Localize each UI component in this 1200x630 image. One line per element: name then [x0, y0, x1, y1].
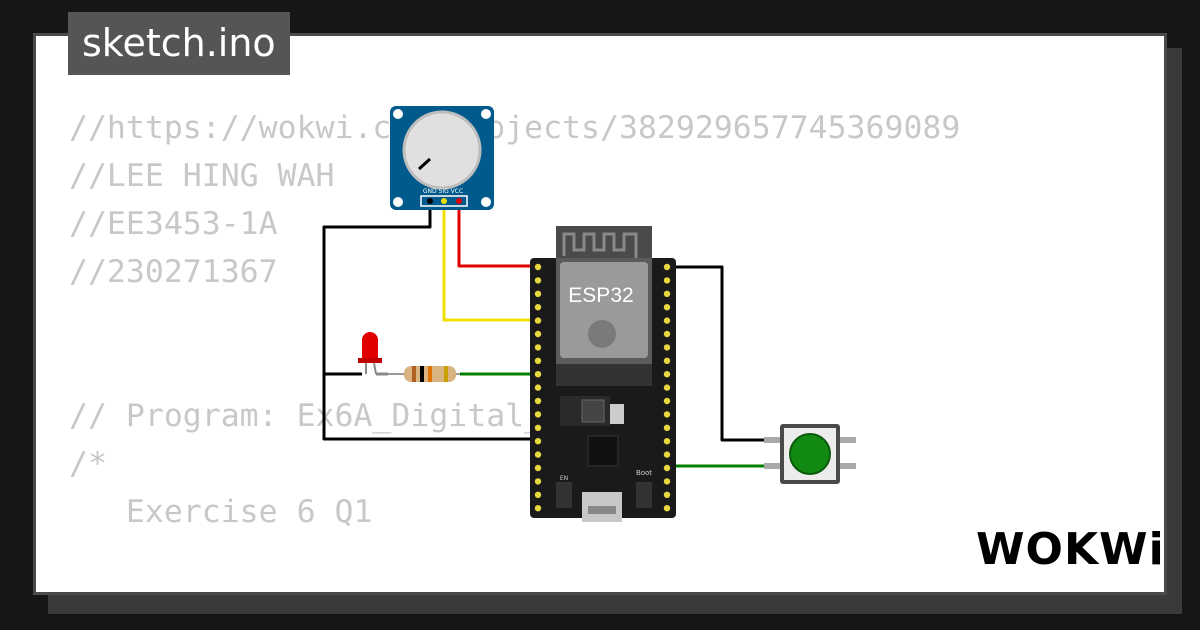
header-pin: [534, 304, 542, 311]
header-pin: [663, 371, 671, 378]
code-line: /*: [69, 446, 107, 482]
esp32-board[interactable]: ESP32 EN Boot: [530, 226, 676, 522]
header-pin: [663, 384, 671, 391]
header-pin: [534, 438, 542, 445]
header-pin: [534, 464, 542, 472]
pin-header-left: [534, 263, 542, 512]
espressif-logo: [588, 320, 616, 348]
header-pin: [534, 478, 542, 485]
header-pin: [663, 263, 671, 271]
header-pin: [534, 330, 542, 338]
code-line: Change the program of Ex6A_Digital_IO.in…: [69, 584, 960, 592]
header-pin: [534, 263, 542, 271]
pot-pin-labels: GND SIG VCC: [423, 188, 463, 195]
header-pin: [534, 371, 542, 378]
header-pin: [663, 277, 671, 284]
file-tab[interactable]: sketch.ino: [68, 12, 290, 75]
wire-vcc: [457, 200, 540, 268]
code-preview: //https://wokwi.com/projects/38292965774…: [69, 104, 961, 592]
knob-indicator: [417, 157, 432, 171]
header-pin: [663, 464, 671, 472]
en-label: EN: [560, 475, 568, 482]
wire-gnd-esp: [322, 374, 540, 441]
code-line: //LEE HING WAH: [69, 158, 335, 194]
esp32-chip-label: ESP32: [568, 284, 633, 307]
header-pin: [534, 505, 542, 512]
wire-gnd-pot: [322, 200, 432, 376]
potentiometer[interactable]: GND SIG VCC: [390, 106, 494, 210]
header-pin: [663, 344, 671, 351]
header-pin: [663, 424, 671, 431]
wire-signal: [442, 200, 540, 322]
header-pin: [534, 357, 542, 364]
green-pushbutton[interactable]: [764, 424, 856, 484]
header-pin: [534, 344, 542, 351]
header-pin: [534, 290, 542, 297]
header-pin: [663, 411, 671, 418]
header-pin: [534, 397, 542, 405]
header-pin: [663, 451, 671, 458]
header-pin: [534, 451, 542, 458]
code-line: //EE3453-1A: [69, 206, 278, 242]
pin-header-right: [663, 263, 671, 512]
header-pin: [663, 330, 671, 338]
wokwi-logo: WOKWi: [976, 524, 1165, 575]
header-pin: [663, 304, 671, 311]
header-pin: [663, 357, 671, 364]
wire-button-gnd: [665, 265, 780, 442]
code-line: Exercise 6 Q1: [69, 494, 373, 530]
header-pin: [663, 290, 671, 297]
header-pin: [663, 438, 671, 445]
en-button[interactable]: [556, 482, 572, 508]
header-pin: [534, 411, 542, 418]
header-pin: [663, 317, 671, 324]
header-pin: [534, 317, 542, 324]
code-line: //https://wokwi.com/projects/38292965774…: [69, 110, 961, 146]
header-pin: [534, 491, 542, 498]
header-pin: [534, 384, 542, 391]
code-line: //230271367: [69, 254, 278, 290]
header-pin: [663, 478, 671, 485]
boot-label: Boot: [636, 469, 652, 477]
resistor[interactable]: [388, 366, 460, 382]
red-led[interactable]: [358, 332, 382, 375]
header-pin: [663, 397, 671, 405]
header-pin: [534, 424, 542, 431]
header-pin: [663, 491, 671, 498]
header-pin: [663, 505, 671, 512]
boot-button[interactable]: [636, 482, 652, 508]
header-pin: [534, 277, 542, 284]
